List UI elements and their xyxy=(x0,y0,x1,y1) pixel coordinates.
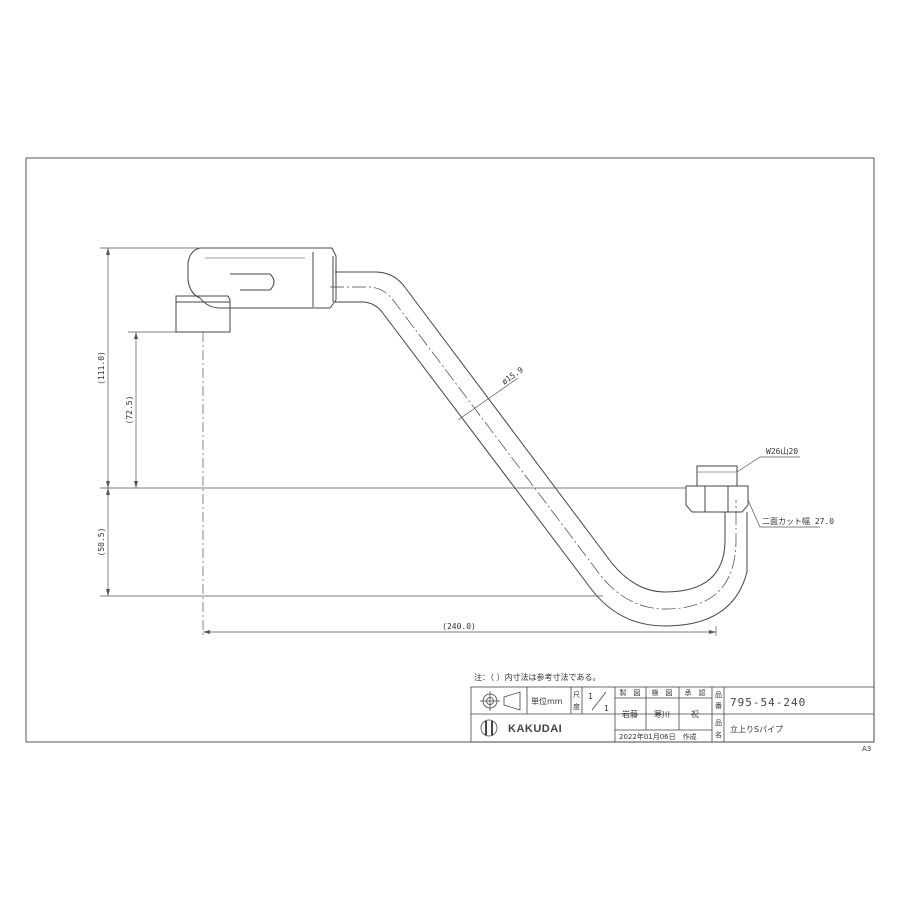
pipe-centerline xyxy=(330,286,737,610)
sheet-size: A3 xyxy=(862,745,871,753)
dim-text-flat-cut: 二面カット幅 27.0 xyxy=(762,516,834,526)
name-drawn: 岩藤 xyxy=(622,709,638,719)
role-approved: 承 認 xyxy=(685,688,706,697)
arrow xyxy=(106,481,110,488)
role-checked: 検 図 xyxy=(652,688,673,697)
brand-name: KAKUDAI xyxy=(508,723,562,735)
dimension-arrows xyxy=(106,248,716,634)
arrow xyxy=(203,630,210,634)
scale-label-bottom: 度 xyxy=(573,702,580,711)
label-name-1: 品 xyxy=(715,719,722,727)
nut-thread-cap xyxy=(696,465,738,487)
scale-denominator: 1 xyxy=(604,704,609,713)
dim-text-50-5: (50.5) xyxy=(97,528,106,557)
name-approved: 祝 xyxy=(691,709,699,719)
dim-text-111: (111.0) xyxy=(97,351,106,385)
arrow xyxy=(134,481,138,488)
name-checked: 寒川 xyxy=(654,709,670,719)
spout-head xyxy=(187,247,337,309)
creation-date: 2022年01月06日 作成 xyxy=(619,732,697,741)
dim-text-diameter: ø15.9 xyxy=(500,365,525,386)
label-number-2: 番 xyxy=(715,702,722,710)
label-name-2: 名 xyxy=(715,730,722,739)
pipe-upper-wall xyxy=(335,271,726,593)
flat-cut-leader xyxy=(747,499,820,528)
title-block-border xyxy=(470,686,875,743)
product-name: 立上りSパイプ xyxy=(730,724,783,734)
spout-head-groove xyxy=(230,273,275,291)
faucet-pipe-drawing xyxy=(175,247,749,627)
arrow xyxy=(106,488,110,495)
pipe-lower-wall xyxy=(335,301,748,627)
arrow xyxy=(709,630,716,634)
unit-label: 単位mm xyxy=(531,696,563,706)
title-block xyxy=(470,686,875,743)
arrow xyxy=(106,589,110,596)
connection-nut xyxy=(685,485,749,513)
drawing-note: 注：（ ）内寸法は参考寸法である。 xyxy=(474,672,600,682)
diameter-leader xyxy=(457,377,519,421)
label-number-1: 品 xyxy=(715,691,722,699)
product-number: 795-54-240 xyxy=(730,696,806,709)
arrow xyxy=(134,332,138,339)
thread-leader xyxy=(736,456,800,473)
dimension-lines xyxy=(100,247,820,636)
arrow xyxy=(106,248,110,255)
kakudai-logo-mark xyxy=(480,719,498,737)
projection-symbol-cone xyxy=(503,691,521,711)
scale-numerator: 1 xyxy=(588,692,593,701)
dim-text-240: (240.0) xyxy=(442,622,476,631)
drawing-frame xyxy=(25,157,875,743)
aerator-body xyxy=(175,295,231,333)
tb-scale-slash xyxy=(591,691,607,711)
dim-text-72-5: (72.5) xyxy=(125,396,134,425)
role-drawn: 製 図 xyxy=(620,688,641,697)
dim-text-thread: W26山20 xyxy=(766,446,798,456)
scale-label-top: 尺 xyxy=(573,691,580,699)
